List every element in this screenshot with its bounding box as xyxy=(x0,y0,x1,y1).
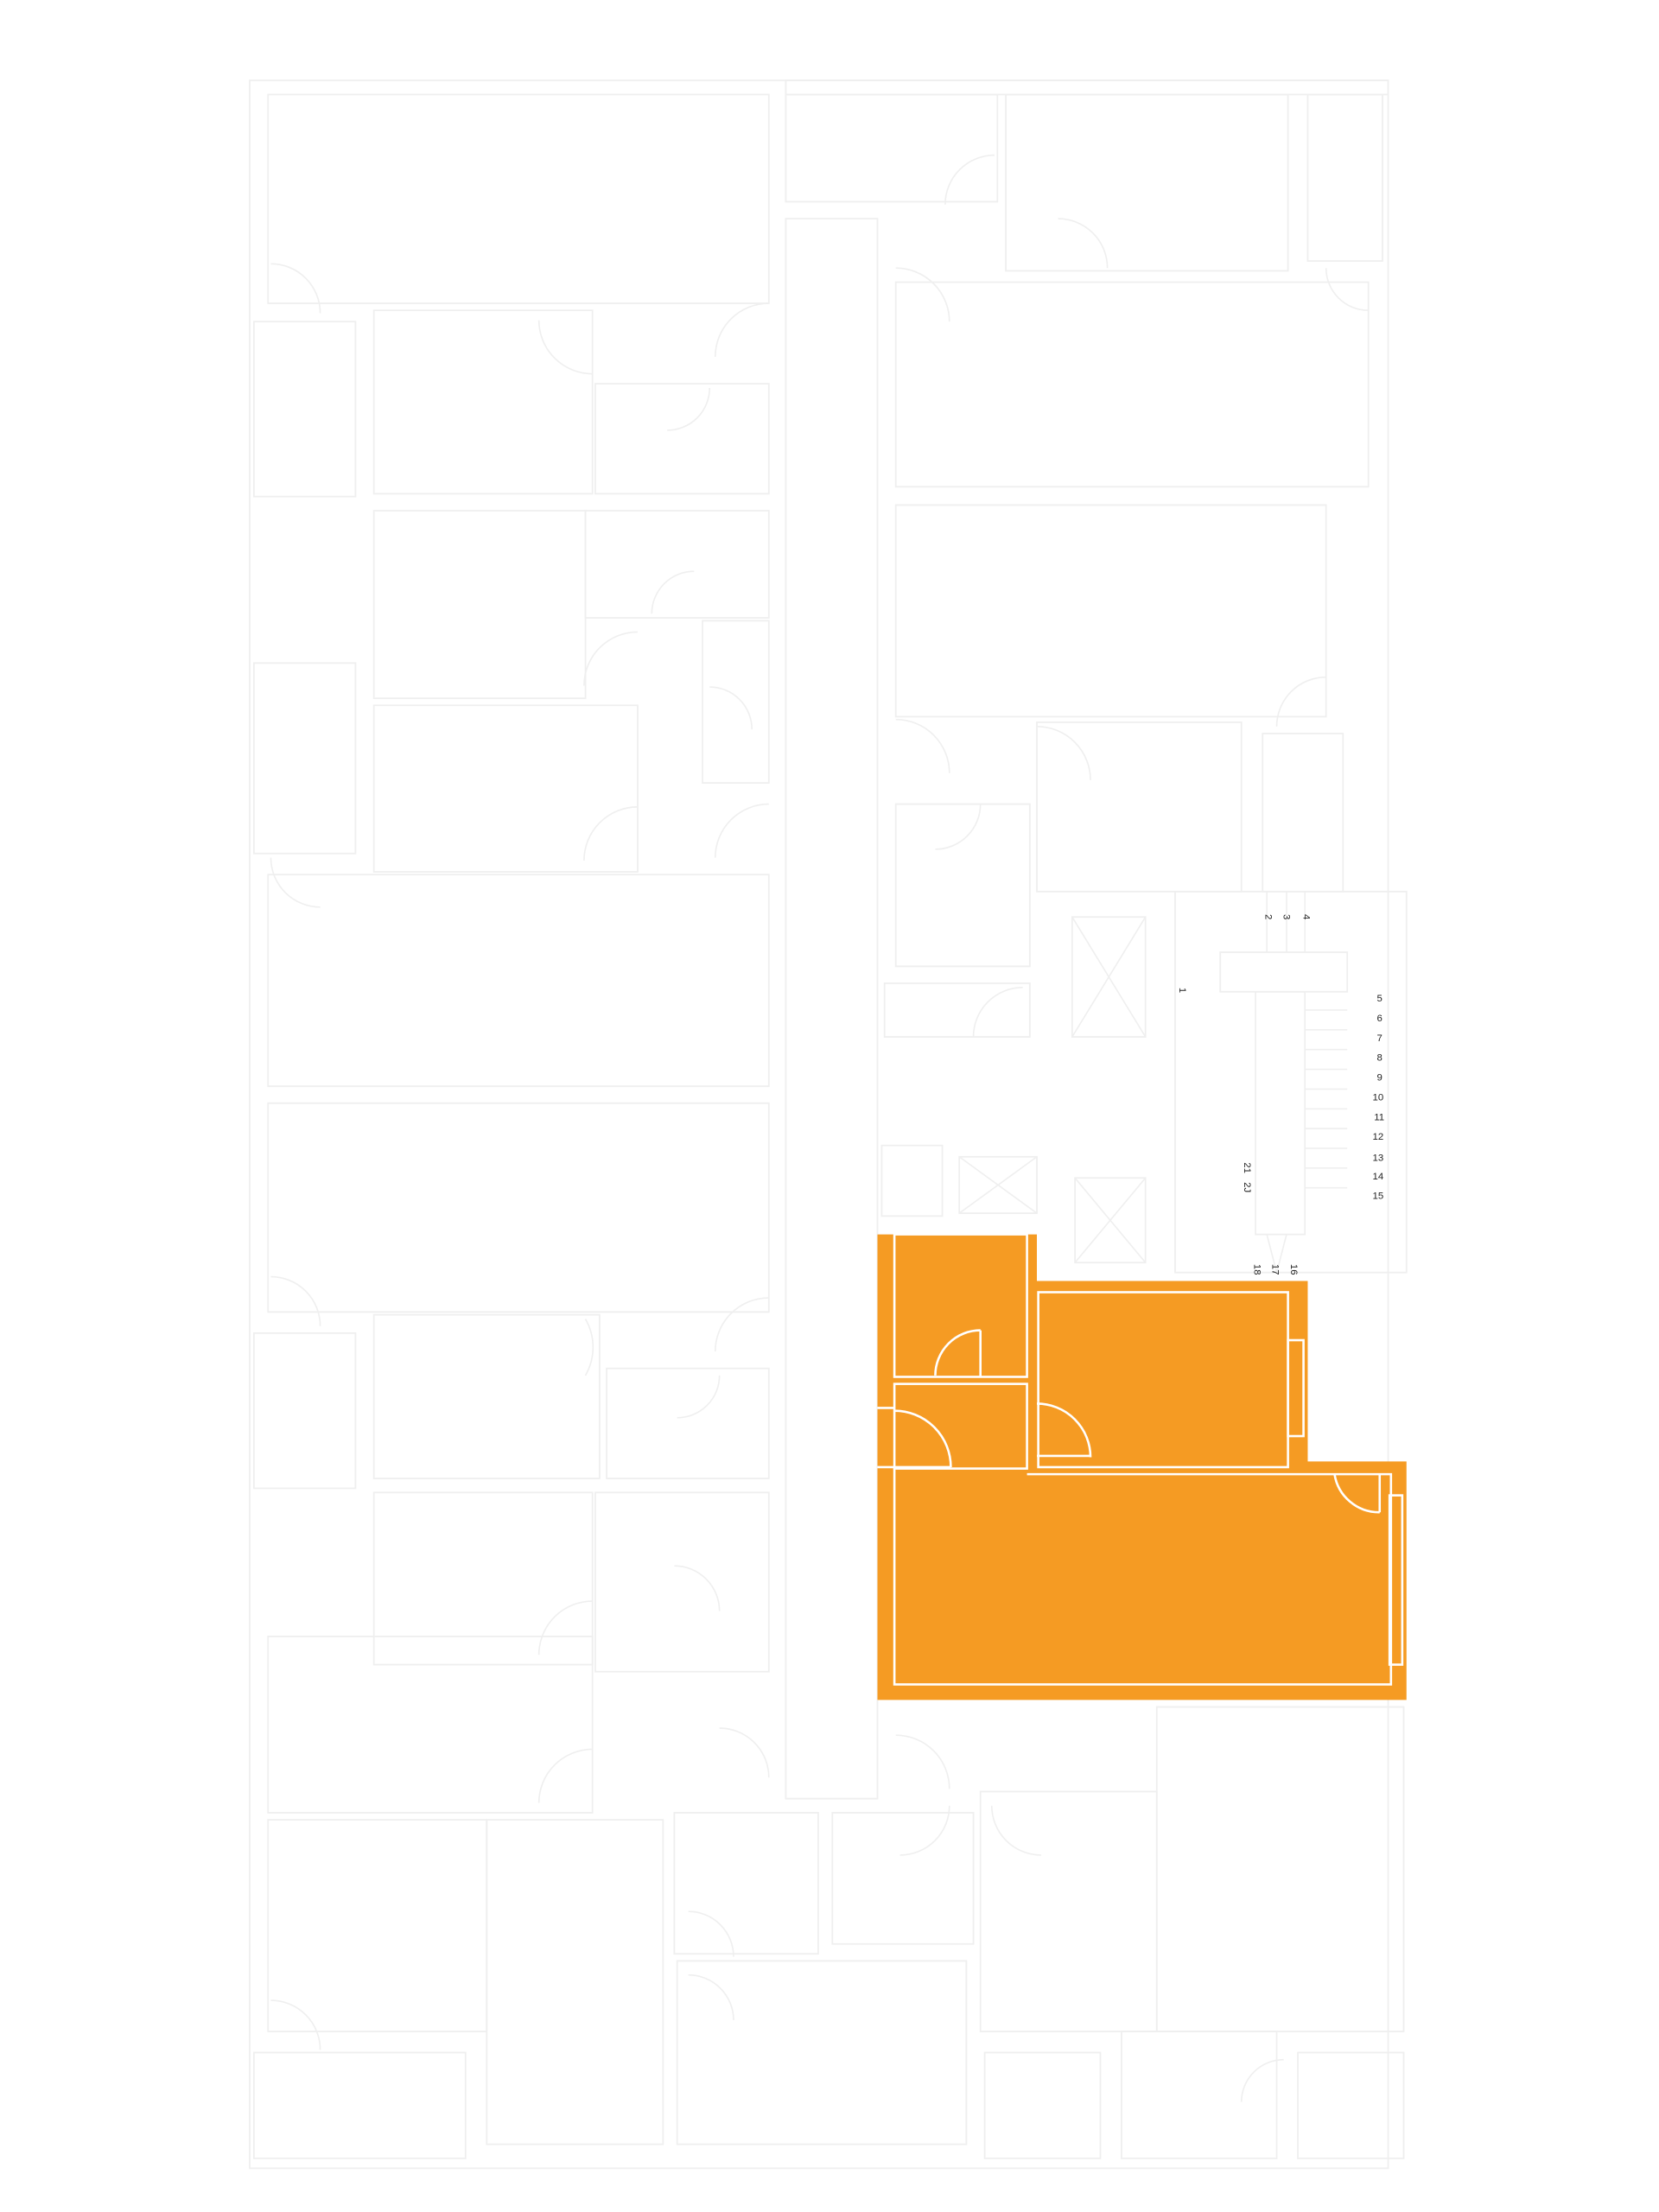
apartment-door-swings xyxy=(894,1329,1382,1514)
stair-number: 13 xyxy=(1373,1154,1384,1164)
stair-number: 3 xyxy=(1281,914,1292,919)
stair-number: 16 xyxy=(1288,1264,1299,1275)
elevator-shafts xyxy=(880,916,1147,1264)
stair-number: 4 xyxy=(1301,914,1312,920)
stair-step-numbers: 1 2 3 4 5 6 7 8 9 10 11 12 13 14 15 21 2… xyxy=(1177,914,1384,1275)
window xyxy=(1388,1494,1404,1666)
stair-number: 2J xyxy=(1242,1182,1252,1192)
staircase xyxy=(1174,890,1408,1274)
highlighted-apartment[interactable] xyxy=(877,1233,1407,1700)
stair-number: 2 xyxy=(1262,914,1273,919)
stair-number: 17 xyxy=(1270,1264,1281,1275)
apartment-interior-walls xyxy=(877,1233,1404,1686)
stair-number: 14 xyxy=(1373,1172,1384,1182)
stair-number: 11 xyxy=(1374,1112,1384,1122)
stair-number: 9 xyxy=(1376,1073,1382,1084)
stair-number: 1 xyxy=(1177,988,1187,993)
stair-number: 7 xyxy=(1376,1033,1382,1044)
stair-number: 18 xyxy=(1251,1264,1262,1275)
window xyxy=(1287,1338,1305,1438)
door-swings xyxy=(270,154,1369,2102)
stair-number: 12 xyxy=(1373,1132,1384,1142)
stair-number: 15 xyxy=(1373,1192,1384,1202)
stair-number: 8 xyxy=(1376,1053,1382,1064)
stair-number: 10 xyxy=(1373,1092,1384,1103)
stair-number: 21 xyxy=(1242,1162,1252,1173)
building-walls xyxy=(249,79,1408,2170)
stair-number: 5 xyxy=(1376,994,1382,1004)
stair-number: 6 xyxy=(1376,1014,1382,1024)
